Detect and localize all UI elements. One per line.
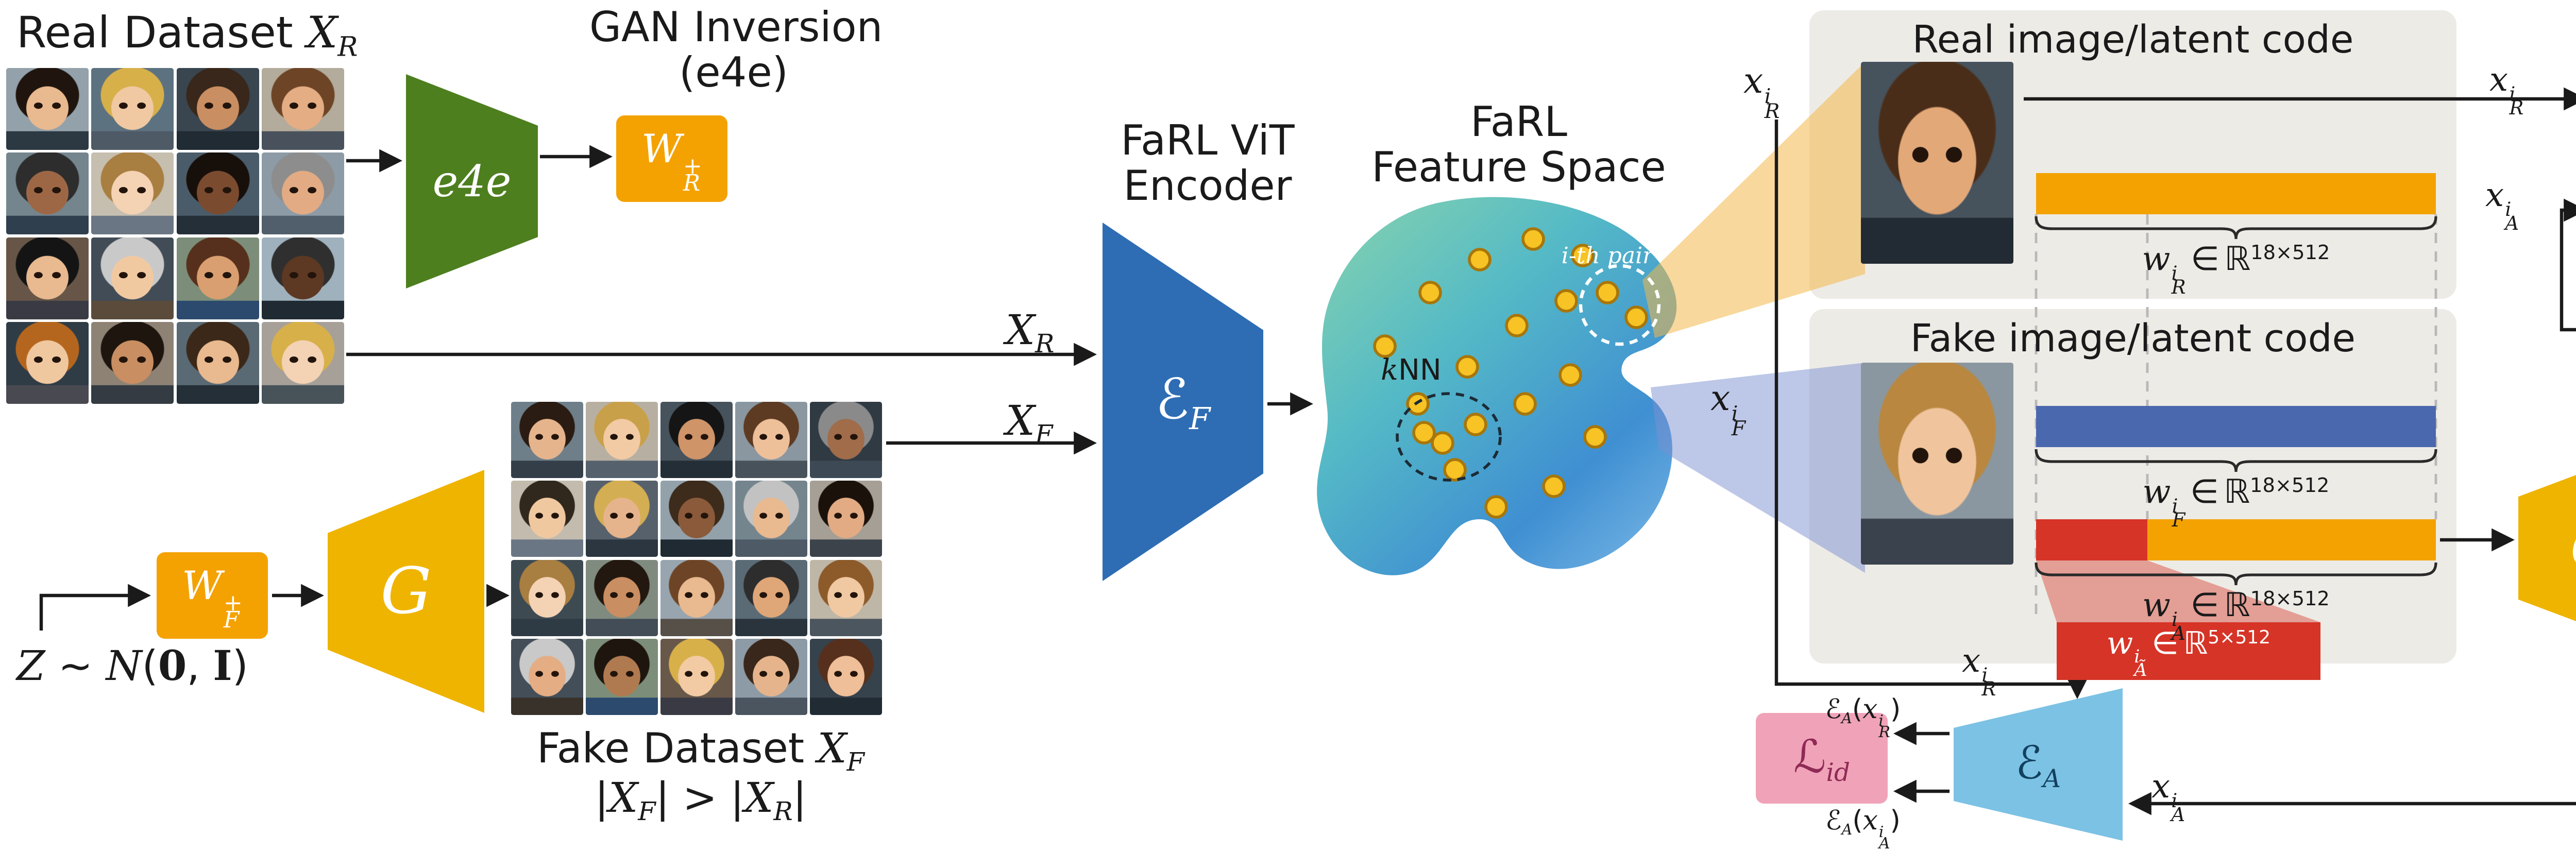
generator-label: G bbox=[380, 554, 432, 628]
e4e-encoder: e4e bbox=[406, 74, 538, 288]
wr-box-label: W+R bbox=[641, 125, 702, 196]
face-tile bbox=[176, 152, 259, 235]
knn-label: kNN bbox=[1381, 353, 1442, 387]
identity-encoder-label: ℰA bbox=[2015, 736, 2061, 793]
face-tile bbox=[262, 237, 344, 319]
face-tile bbox=[6, 237, 89, 319]
face-tile bbox=[810, 559, 882, 636]
fake-face-sample bbox=[1861, 363, 2013, 565]
ith-pair-circle bbox=[1579, 264, 1661, 346]
gan-inversion-label-line2: (e4e) bbox=[679, 48, 788, 96]
real-panel-title: Real image/latent code bbox=[1912, 18, 2354, 62]
face-tile bbox=[262, 152, 344, 235]
face-tile bbox=[176, 68, 259, 150]
face-tile bbox=[660, 481, 733, 557]
real-dataset-title: Real Dataset XR bbox=[16, 7, 358, 63]
generator-label: G bbox=[2570, 516, 2576, 581]
face-tile bbox=[6, 322, 89, 404]
face-tile bbox=[511, 402, 583, 478]
feature-space-title-line2: Feature Space bbox=[1371, 143, 1666, 191]
face-tile bbox=[6, 152, 89, 235]
farl-vit-label-line2: Encoder bbox=[1123, 162, 1292, 210]
face-tile bbox=[511, 559, 583, 636]
face-tile bbox=[586, 639, 658, 715]
identity-loss-label: ℒid bbox=[1793, 729, 1850, 787]
identity-loss-box: ℒid bbox=[1756, 713, 1888, 804]
face-tile bbox=[262, 322, 344, 404]
face-tile bbox=[91, 322, 174, 404]
face-tile bbox=[660, 402, 733, 478]
real-latent-bar bbox=[2036, 173, 2436, 214]
fake-dataset-flow-label: XF bbox=[1006, 397, 1053, 449]
fake-face-grid bbox=[511, 402, 882, 715]
ith-pair-label: i-th pair bbox=[1561, 243, 1654, 269]
face-tile bbox=[735, 402, 807, 478]
feature-space-title-line1: FaRL bbox=[1470, 98, 1567, 146]
real-latent-box: W+R bbox=[616, 115, 727, 202]
farl-vit-label-line1: FaRL ViT bbox=[1121, 116, 1295, 164]
face-tile bbox=[660, 639, 733, 715]
face-tile bbox=[586, 481, 658, 557]
fake-dataset-title: Fake Dataset XF bbox=[537, 724, 865, 777]
wf-box-label: W+F bbox=[182, 562, 243, 633]
face-tile bbox=[586, 402, 658, 478]
face-tile bbox=[91, 152, 174, 235]
farl-vit-encoder: ℰF bbox=[1103, 223, 1263, 581]
face-tile bbox=[176, 237, 259, 319]
face-tile bbox=[91, 68, 174, 150]
face-tile bbox=[735, 481, 807, 557]
real-face-sample bbox=[1861, 62, 2013, 264]
face-tile bbox=[735, 639, 807, 715]
fake-latent-bar bbox=[2036, 406, 2436, 447]
fake-dataset-cardinality: |XF| > |XR| bbox=[595, 774, 807, 826]
identity-encoder: ℰA bbox=[1954, 688, 2123, 841]
face-tile bbox=[91, 237, 174, 319]
face-tile bbox=[262, 68, 344, 150]
knn-circle bbox=[1396, 392, 1502, 482]
face-tile bbox=[511, 481, 583, 557]
anonymized-latent-copied-segment bbox=[2147, 519, 2436, 560]
face-tile bbox=[810, 639, 882, 715]
fake-panel-title: Fake image/latent code bbox=[1910, 316, 2356, 361]
e4e-label: e4e bbox=[432, 156, 512, 207]
farl-encoder-label: ℰF bbox=[1155, 367, 1211, 437]
latent-prior-label: Z ∼ N(0, I) bbox=[16, 641, 248, 690]
face-tile bbox=[735, 559, 807, 636]
face-tile bbox=[6, 68, 89, 150]
face-tile bbox=[511, 639, 583, 715]
face-tile bbox=[586, 559, 658, 636]
stylegan2-generator-right: G bbox=[2518, 441, 2576, 655]
gan-inversion-label-line1: GAN Inversion bbox=[589, 3, 883, 51]
fake-latent-box: W+F bbox=[157, 552, 268, 639]
face-tile bbox=[810, 402, 882, 478]
face-tile bbox=[810, 481, 882, 557]
face-tile bbox=[660, 559, 733, 636]
face-tile bbox=[176, 322, 259, 404]
stylegan2-generator-left: G bbox=[328, 470, 484, 713]
real-dataset-flow-label: XR bbox=[1006, 306, 1055, 359]
real-face-grid bbox=[6, 68, 344, 404]
